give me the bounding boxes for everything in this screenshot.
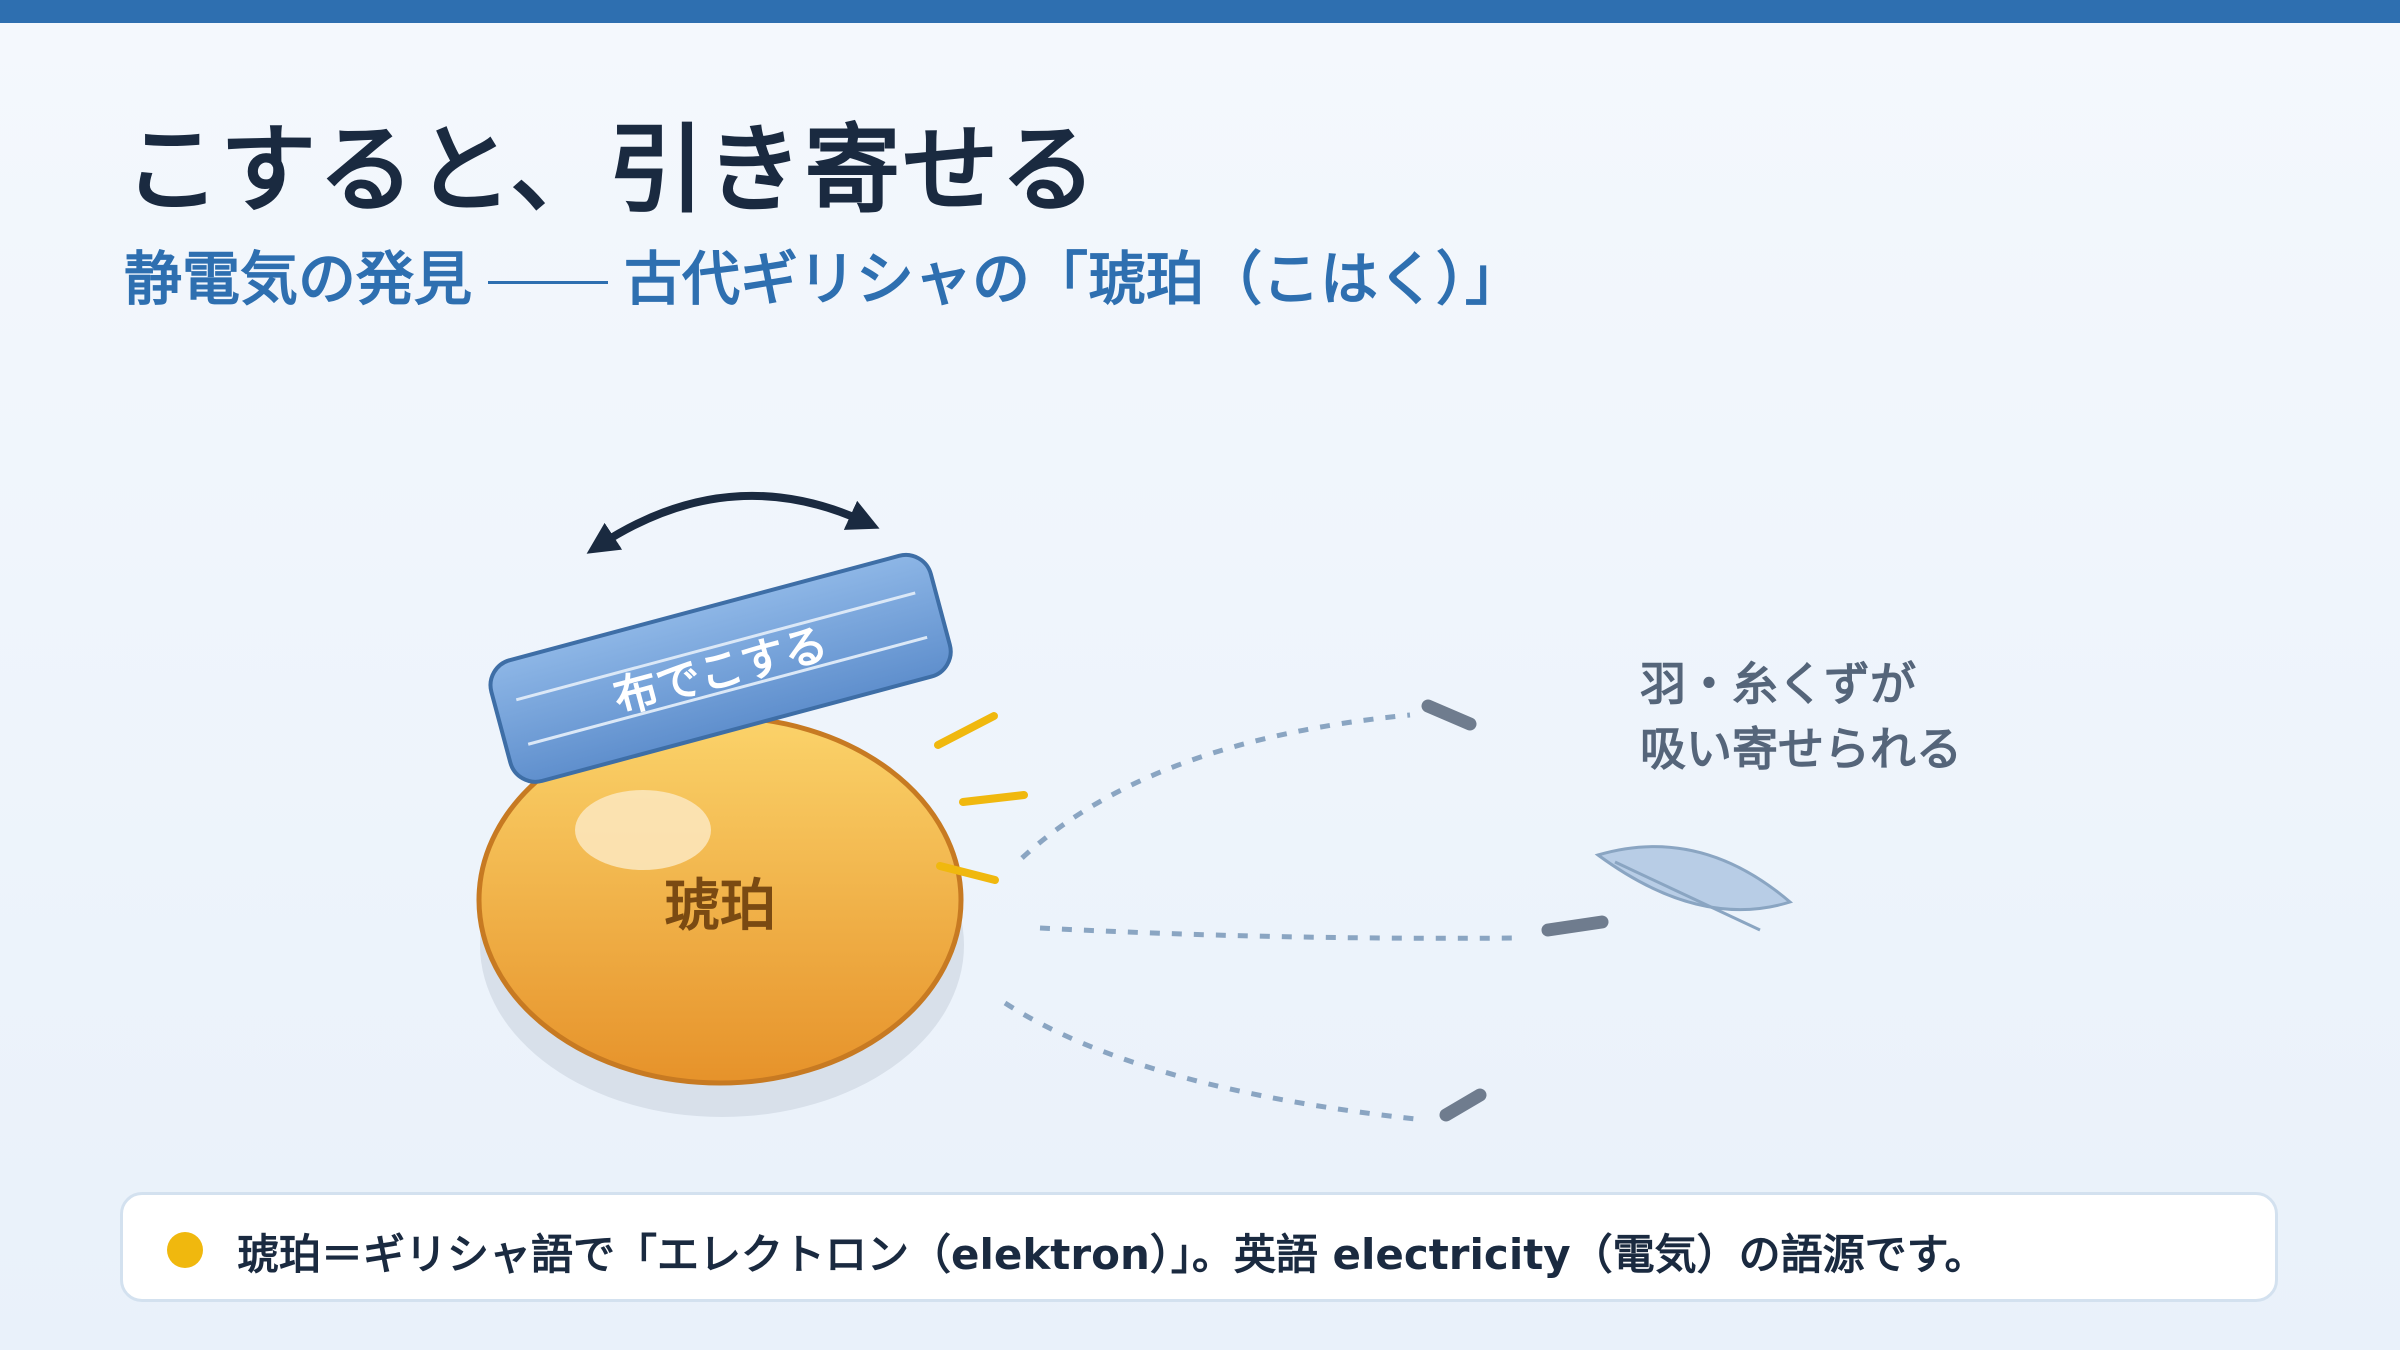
cloth-stripe <box>515 591 916 702</box>
feather-icon <box>1594 845 1794 932</box>
page-subtitle: 静電気の発見 古代ギリシャの「琥珀（こはく）」 <box>124 232 1523 316</box>
rubbing-cloth: 布でこする <box>488 552 953 784</box>
attraction-path-middle <box>1039 925 1521 941</box>
note-bullet-icon <box>167 1232 203 1268</box>
rubbing-arrow-icon <box>586 491 880 554</box>
attraction-paths <box>1003 712 1521 1123</box>
amber-highlight <box>575 790 711 870</box>
amber-stone: 琥珀 <box>476 714 964 1086</box>
top-accent-bar <box>0 0 2400 23</box>
attraction-path-top <box>1020 712 1411 860</box>
page-title: こすると、引き寄せる <box>124 114 1099 226</box>
lint-thread-icon <box>1421 699 1609 1122</box>
attracted-items-label-line2: 吸い寄せられる <box>1640 722 1962 776</box>
etymology-note-card: 琥珀＝ギリシャ語で「エレクトロン（elektron）」。英語 electrici… <box>120 1192 2278 1302</box>
subtitle-dash <box>488 281 609 285</box>
subtitle-tail: 古代ギリシャの「琥珀（こはく）」 <box>624 245 1524 313</box>
subtitle-lead: 静電気の発見 <box>124 245 473 313</box>
cloth-stripe <box>527 635 928 746</box>
attraction-path-bottom <box>1003 1000 1426 1123</box>
amber-label: 琥珀 <box>664 874 776 939</box>
static-spark-icon <box>934 712 1028 884</box>
etymology-note-text: 琥珀＝ギリシャ語で「エレクトロン（elektron）」。英語 electrici… <box>237 1230 1987 1279</box>
attracted-items-label-line1: 羽・糸くずが <box>1640 657 1916 711</box>
